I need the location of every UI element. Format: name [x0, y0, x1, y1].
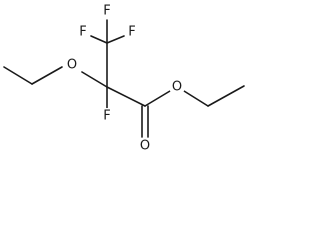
atom-f-top-center: F — [99, 3, 115, 19]
atom-o-ester: O — [169, 79, 185, 95]
bonds — [3, 19, 245, 138]
atom-f-alpha: F — [99, 108, 115, 124]
chemical-structure-diagram: F F F F O O O — [3, 3, 245, 154]
atom-labels: F F F F O O O — [64, 3, 185, 154]
bond-calpha-ccarbonyl — [106, 86, 146, 107]
atom-o-carbonyl: O — [137, 138, 153, 154]
bond-ccarbonyl-o-ester — [144, 90, 171, 107]
atom-o-carbonyl-label: O — [140, 139, 150, 154]
atom-f-top-center-label: F — [103, 4, 110, 19]
bond-o-ester-ch2 — [183, 90, 209, 107]
bond-ethyl-right — [207, 85, 245, 107]
atom-f-top-left-label: F — [79, 25, 86, 40]
atom-o-ether: O — [64, 57, 80, 73]
atom-o-ester-label: O — [172, 80, 182, 95]
bond-o-ether-ch2 — [31, 66, 63, 85]
atom-f-alpha-label: F — [103, 109, 110, 124]
bond-cf3-f-right — [106, 35, 125, 44]
atom-o-ether-label: O — [67, 58, 77, 73]
atom-f-top-right: F — [124, 24, 140, 40]
bond-ethyl-left — [3, 66, 33, 85]
bond-calpha-o-ether — [81, 71, 108, 88]
atom-f-top-left: F — [75, 24, 91, 40]
bond-cf3-f-left — [90, 35, 108, 44]
atom-f-top-right-label: F — [128, 25, 135, 40]
